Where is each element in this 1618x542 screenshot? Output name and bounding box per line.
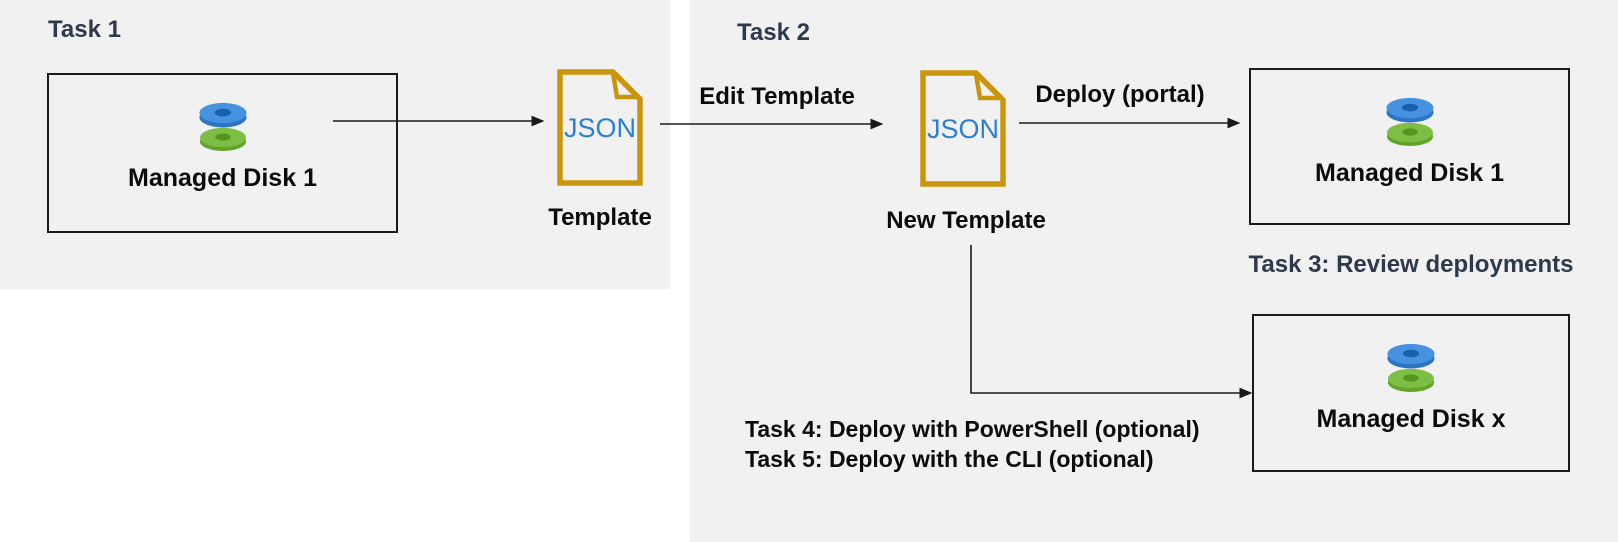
- task45-heading-block: Task 4: Deploy with PowerShell (optional…: [745, 414, 1200, 474]
- managed-disk-x-box: Managed Disk x: [1252, 314, 1570, 472]
- managed-disk-1-source-label: Managed Disk 1: [128, 164, 317, 192]
- json-file-type-text: JSON: [927, 114, 999, 144]
- managed-disk-1-deployed-box: Managed Disk 1: [1249, 68, 1570, 225]
- task2-heading: Task 2: [737, 19, 810, 46]
- task5-heading: Task 5: Deploy with the CLI (optional): [745, 446, 1154, 472]
- task1-heading: Task 1: [48, 16, 121, 43]
- deploy-portal-label: Deploy (portal): [1035, 81, 1205, 108]
- managed-disk-icon: [1387, 343, 1435, 392]
- new-template-label: New Template: [886, 207, 1046, 234]
- json-file-icon: JSON: [556, 68, 644, 187]
- task4-heading: Task 4: Deploy with PowerShell (optional…: [745, 416, 1200, 442]
- edit-template-label: Edit Template: [699, 83, 855, 110]
- managed-disk-icon: [1385, 97, 1434, 146]
- managed-disk-1-source-box: Managed Disk 1: [47, 73, 398, 233]
- json-file-type-text: JSON: [564, 113, 636, 143]
- json-file-icon: JSON: [919, 69, 1007, 188]
- template-label: Template: [548, 204, 652, 231]
- managed-disk-1-deployed-label: Managed Disk 1: [1315, 159, 1504, 187]
- managed-disk-x-label: Managed Disk x: [1316, 405, 1506, 433]
- managed-disk-icon: [198, 102, 247, 151]
- task3-heading: Task 3: Review deployments: [1248, 251, 1574, 278]
